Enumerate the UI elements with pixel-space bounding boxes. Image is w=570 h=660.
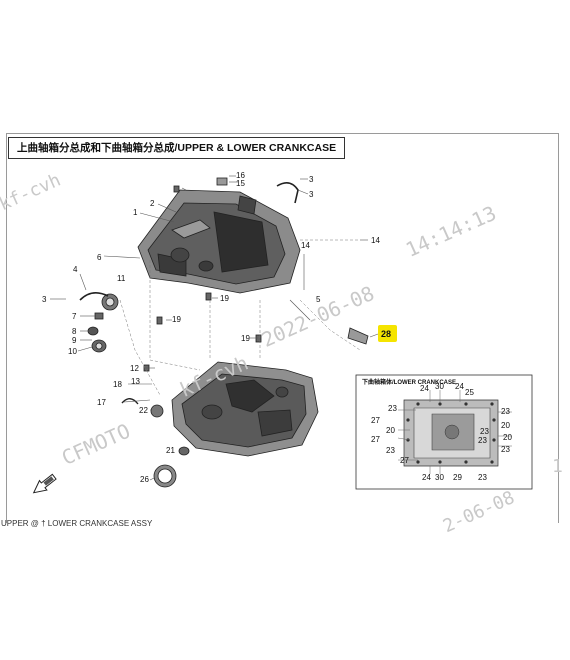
highlight-marker (378, 325, 397, 342)
inset-callout: 23 (501, 407, 510, 416)
callout: 6 (97, 253, 102, 262)
diagram-frame (6, 133, 559, 523)
callout: 17 (97, 398, 106, 407)
callout: 9 (72, 336, 77, 345)
callout: 22 (139, 406, 148, 415)
inset-callout: 27 (400, 456, 409, 465)
callout: 3 (309, 190, 314, 199)
callout: 10 (68, 347, 77, 356)
inset-callout: 20 (501, 421, 510, 430)
callout-numbers: 1 2 16 15 3 3 4 6 11 3 7 8 9 10 14 14 5 … (42, 171, 380, 484)
inset-callout: 20 (503, 433, 512, 442)
callout: 4 (73, 265, 78, 274)
inset-callout: 23 (386, 446, 395, 455)
inset-callout: 24 (422, 473, 431, 482)
callout: 14 (301, 241, 310, 250)
inset-callout: 20 (386, 426, 395, 435)
callout: 21 (166, 446, 175, 455)
inset-callout: 30 (435, 473, 444, 482)
lower-crankcase (171, 361, 319, 457)
callout: 11 (117, 274, 126, 283)
callout: 1 (133, 208, 138, 217)
front-direction-arrow-icon (32, 473, 57, 494)
callout: 26 (140, 475, 149, 484)
inset-callout: 24 (455, 382, 464, 391)
callout: 15 (236, 179, 245, 188)
callout: 28 (381, 329, 391, 339)
diagram-title: 上曲轴箱分总成和下曲轴箱分总成/UPPER & LOWER CRANKCASE (8, 137, 346, 159)
callout: 13 (131, 377, 140, 386)
upper-crankcase (137, 189, 301, 294)
callout: 2 (150, 199, 155, 208)
inset-callout: 24 (420, 384, 429, 393)
callout: 19 (172, 315, 181, 324)
inset-callout: 23 (388, 404, 397, 413)
leader-lines (50, 175, 379, 481)
inset-callout: 30 (435, 382, 444, 391)
inset-callout: 23 (478, 436, 487, 445)
callout: 19 (241, 334, 250, 343)
footer-text: UPPER @ † LOWER CRANKCASE ASSY (1, 519, 153, 528)
inset-callout: 29 (453, 473, 462, 482)
callout: 12 (130, 364, 139, 373)
callout: 3 (309, 175, 314, 184)
callout: 5 (316, 295, 321, 304)
small-parts (79, 177, 369, 488)
inset-callout: 23 (480, 427, 489, 436)
footer-caption: UPPER @ † LOWER CRANKCASE ASSY (0, 519, 570, 529)
inset-callout: 25 (465, 388, 474, 397)
callout: 7 (72, 312, 77, 321)
callout: 8 (72, 327, 77, 336)
inset-callout: 27 (371, 435, 380, 444)
callout: 18 (113, 380, 122, 389)
callout: 16 (236, 171, 245, 180)
inset-title: 下曲轴箱体/LOWER CRANKCASE (362, 380, 456, 386)
inset-callout: 27 (371, 416, 380, 425)
callout: 14 (371, 236, 380, 245)
inset-callout: 23 (478, 473, 487, 482)
callout: 19 (220, 294, 229, 303)
dashed-guide-lines (119, 239, 361, 396)
lower-crankcase-inset: 24 30 24 25 23 27 20 27 23 27 23 20 23 2… (355, 374, 533, 490)
highlighted-callout-28: 28 (378, 325, 397, 342)
callout: 3 (42, 295, 47, 304)
inset-callout: 23 (501, 445, 510, 454)
